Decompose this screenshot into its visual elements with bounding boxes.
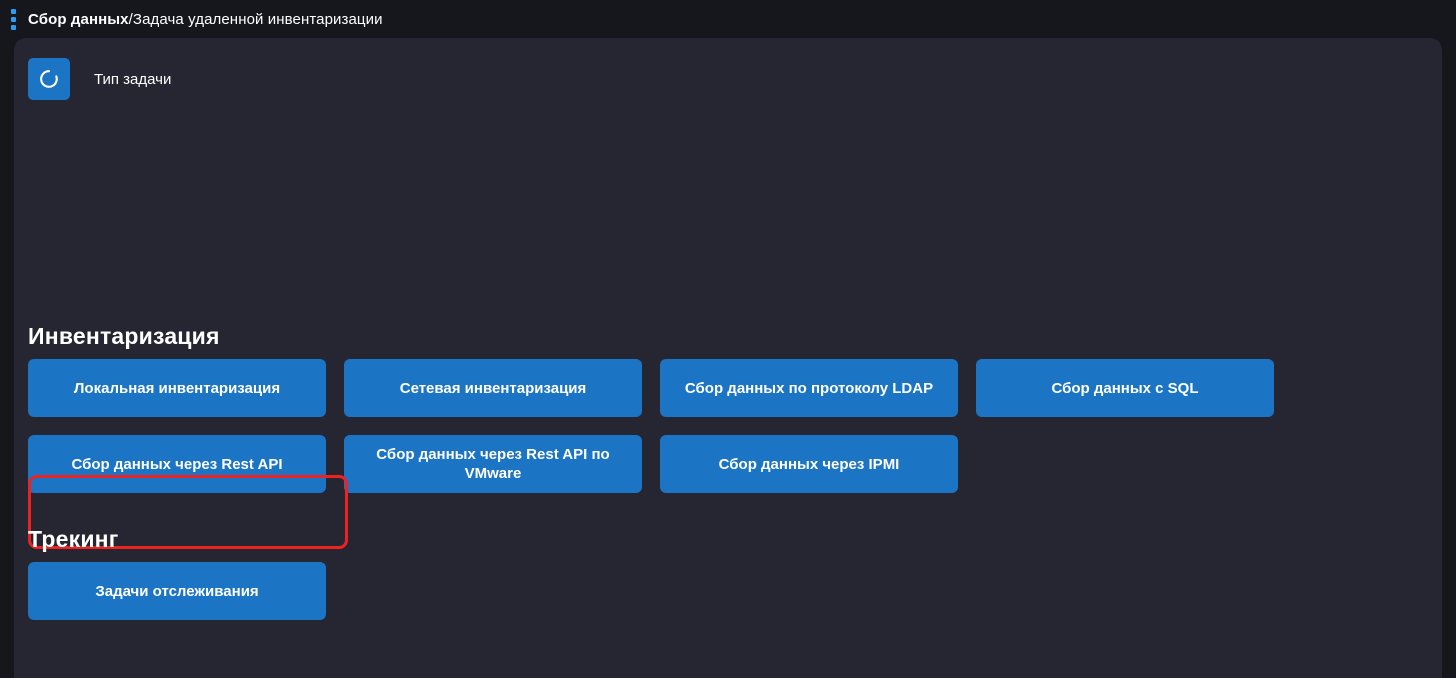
task-type-header: Тип задачи <box>28 58 171 100</box>
inventory-button-grid: Локальная инвентаризация Сетевая инвента… <box>28 359 1308 493</box>
rest-api-vmware-collect-button[interactable]: Сбор данных через Rest API по VMware <box>344 435 642 493</box>
section-title-inventory: Инвентаризация <box>28 323 220 349</box>
top-breadcrumb-bar: Сбор данных/Задача удаленной инвентариза… <box>0 0 1456 38</box>
breadcrumb-separator: / <box>128 10 133 28</box>
kebab-dot <box>10 16 16 22</box>
spinner-arc-icon <box>28 58 70 100</box>
rest-api-collect-button[interactable]: Сбор данных через Rest API <box>28 435 326 493</box>
local-inventory-button[interactable]: Локальная инвентаризация <box>28 359 326 417</box>
breadcrumb-root[interactable]: Сбор данных <box>28 10 129 28</box>
kebab-dot <box>10 24 16 30</box>
tracking-tasks-button[interactable]: Задачи отслеживания <box>28 562 326 620</box>
kebab-menu-icon[interactable] <box>0 0 26 38</box>
section-title-tracking: Трекинг <box>28 526 119 552</box>
breadcrumb-current: Задача удаленной инвентаризации <box>132 10 383 28</box>
main-content-card: Тип задачи Инвентаризация Локальная инве… <box>14 38 1442 678</box>
tracking-button-grid: Задачи отслеживания <box>28 562 1308 620</box>
breadcrumb: Сбор данных/Задача удаленной инвентариза… <box>26 11 383 28</box>
kebab-dot <box>10 8 16 14</box>
task-type-label: Тип задачи <box>94 70 172 88</box>
ldap-collect-button[interactable]: Сбор данных по протоколу LDAP <box>660 359 958 417</box>
network-inventory-button[interactable]: Сетевая инвентаризация <box>344 359 642 417</box>
ipmi-collect-button[interactable]: Сбор данных через IPMI <box>660 435 958 493</box>
sql-collect-button[interactable]: Сбор данных с SQL <box>976 359 1274 417</box>
